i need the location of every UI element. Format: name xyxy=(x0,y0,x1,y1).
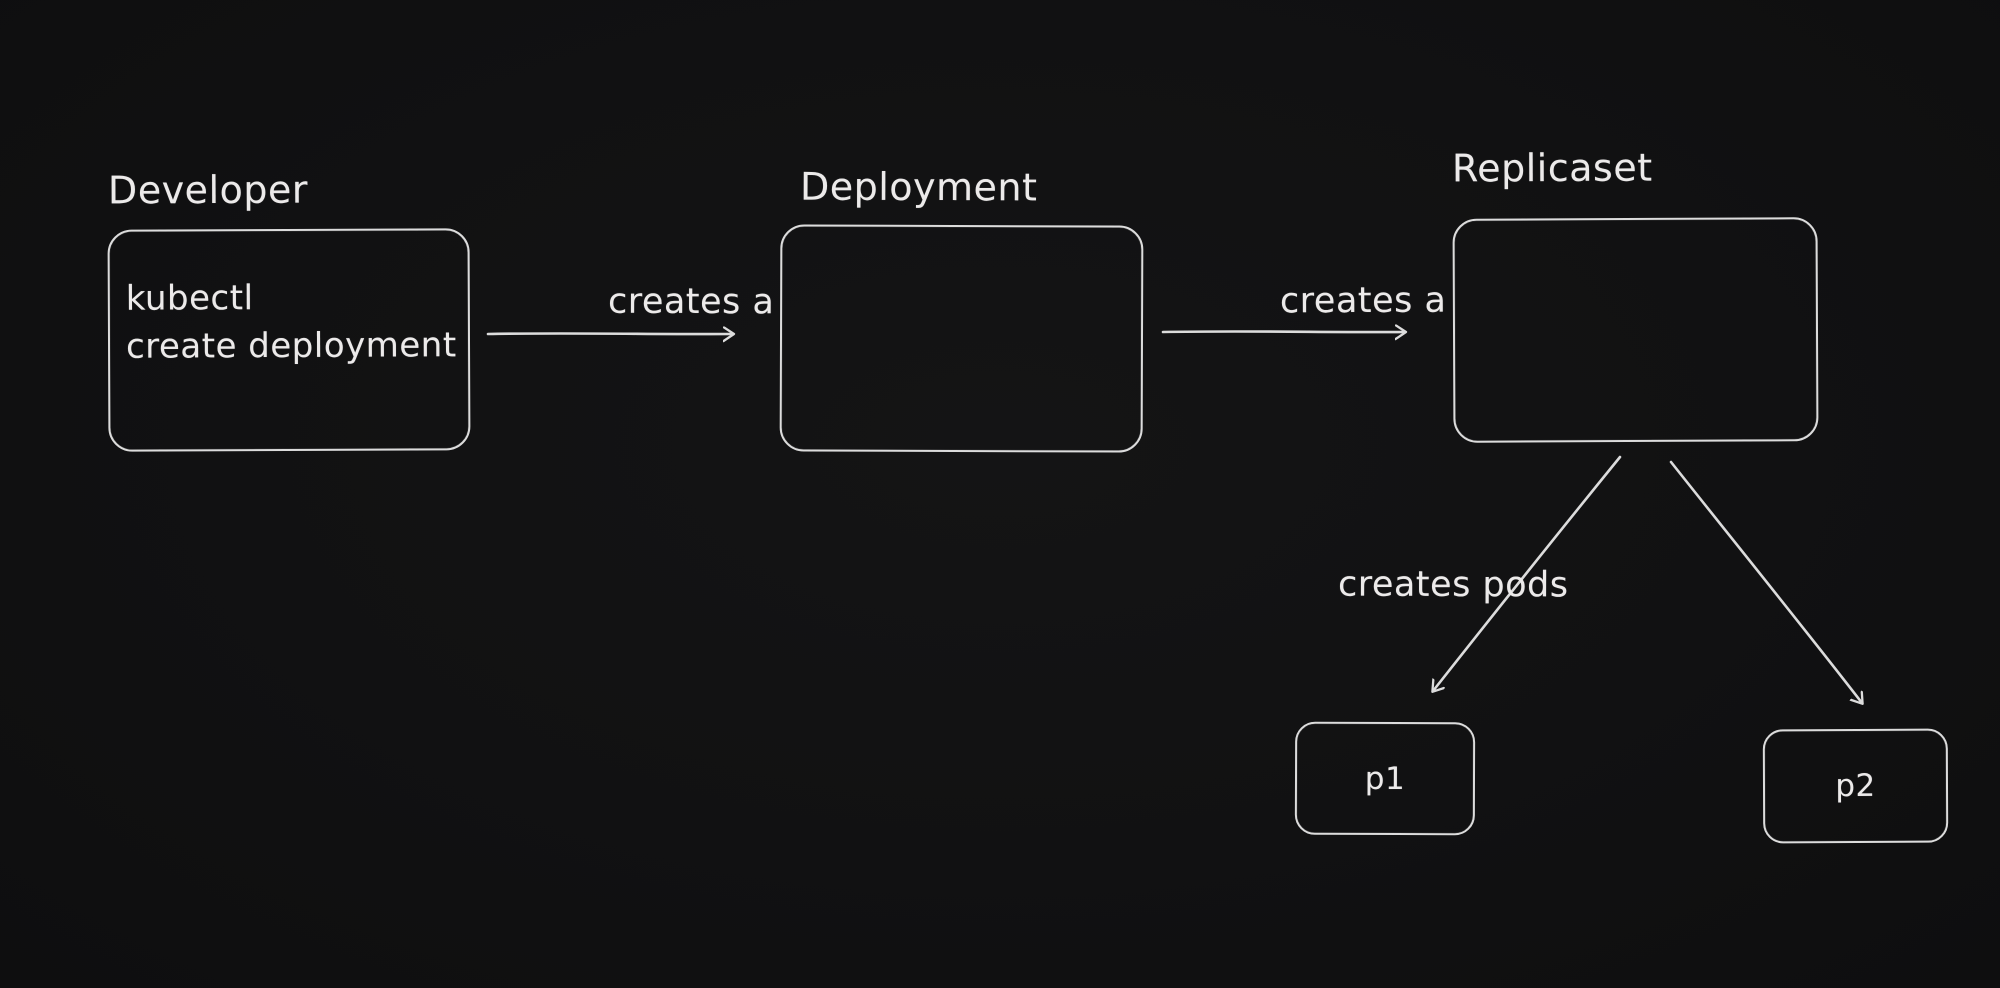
edge-label-creates-pods: creates pods xyxy=(1337,564,1569,606)
deployment-box xyxy=(779,224,1144,453)
developer-command-line2: create deployment xyxy=(125,325,457,367)
developer-command-line1: kubectl xyxy=(125,278,254,319)
replicaset-box xyxy=(1452,217,1819,443)
developer-title: Developer xyxy=(107,167,309,213)
developer-box: kubectl create deployment xyxy=(107,228,471,452)
edge-label-creates-a-1: creates a xyxy=(607,281,775,323)
replicaset-title: Replicaset xyxy=(1451,145,1653,191)
deployment-title: Deployment xyxy=(799,164,1038,210)
pod1-label: p1 xyxy=(1364,760,1406,797)
arrow-developer-to-deployment xyxy=(486,333,733,334)
pod2-box: p2 xyxy=(1762,728,1949,844)
pod2-label: p2 xyxy=(1835,767,1876,805)
arrow-replicaset-to-pod2 xyxy=(1669,460,1862,703)
arrow-deployment-to-replicaset xyxy=(1161,331,1405,332)
pod1-box: p1 xyxy=(1294,721,1476,836)
edge-label-creates-a-2: creates a xyxy=(1279,280,1447,322)
